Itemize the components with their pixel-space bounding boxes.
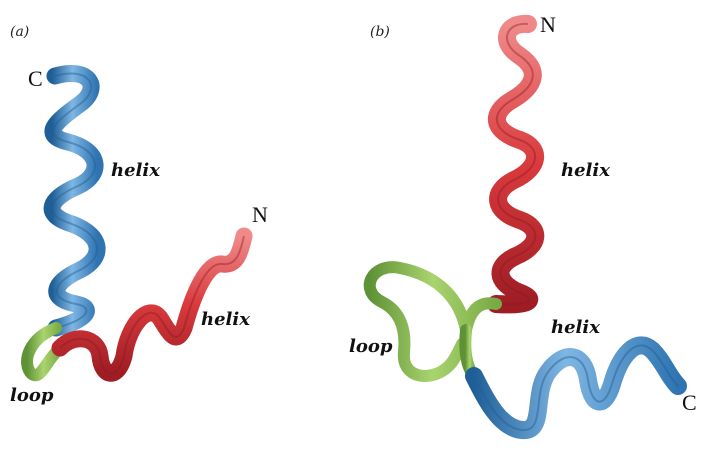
panel-a-loop-green [21,322,66,381]
panel-a-helix-lower-label: helix [201,309,250,330]
panel-b-helix-blue [465,336,687,439]
panel-b-n-terminus: N [540,12,556,37]
panel-a-loop-label: loop [10,385,54,406]
panel-b-loop-green [363,261,502,382]
panel-b-loop-label: loop [349,336,393,357]
panel-b-label: (b) [370,24,390,40]
panel-a: (a) C N helix helix loop [10,24,268,406]
panel-a-helix-upper-label: helix [111,160,160,181]
panel-a-helix-blue [43,65,106,337]
panel-b-helix-lower-label: helix [551,317,600,338]
panel-a-n-terminus: N [252,202,268,227]
panel-b-helix-upper-label: helix [561,160,610,181]
panel-a-helix-red [51,227,253,382]
panel-a-label: (a) [10,24,29,40]
panel-a-c-terminus: C [28,66,43,91]
panel-b-helix-red [487,14,545,314]
panel-b-c-terminus: C [682,390,697,415]
panel-b: (b) N C helix helix loop [349,12,697,439]
